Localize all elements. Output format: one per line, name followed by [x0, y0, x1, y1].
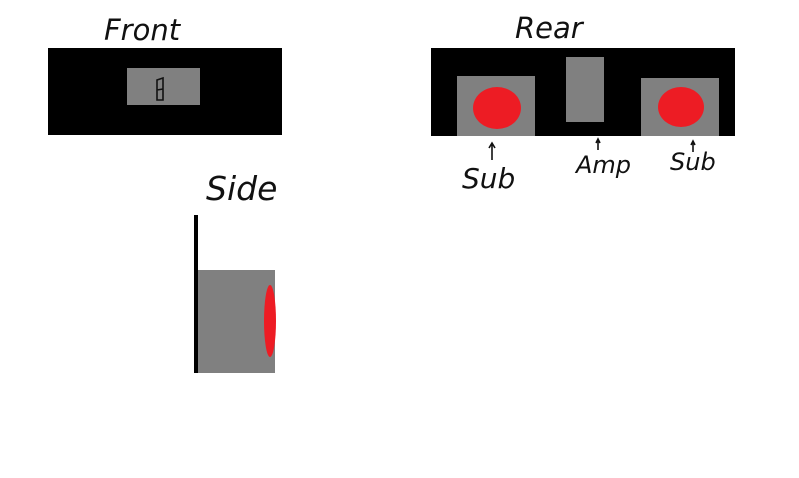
side-speaker: [264, 285, 276, 357]
amp-panel: [566, 57, 604, 122]
left-sub-label: Sub: [462, 162, 515, 195]
rear-view: Rear Sub Amp Sub: [431, 11, 735, 195]
side-label: Side: [206, 169, 277, 208]
side-board: [194, 215, 198, 373]
amp-label: Amp: [574, 151, 631, 179]
right-sub-speaker: [658, 87, 704, 127]
left-sub-speaker: [473, 87, 521, 129]
right-sub-label: Sub: [670, 148, 716, 176]
rear-label: Rear: [515, 11, 585, 45]
up-arrow-icon: [488, 141, 496, 160]
side-box: [198, 270, 275, 373]
front-label: Front: [104, 13, 182, 47]
up-arrow-icon: [690, 139, 696, 152]
up-arrow-icon: [595, 137, 601, 150]
side-view: Side: [194, 169, 277, 373]
front-view: Front: [48, 13, 282, 135]
latch-icon: [156, 76, 164, 101]
